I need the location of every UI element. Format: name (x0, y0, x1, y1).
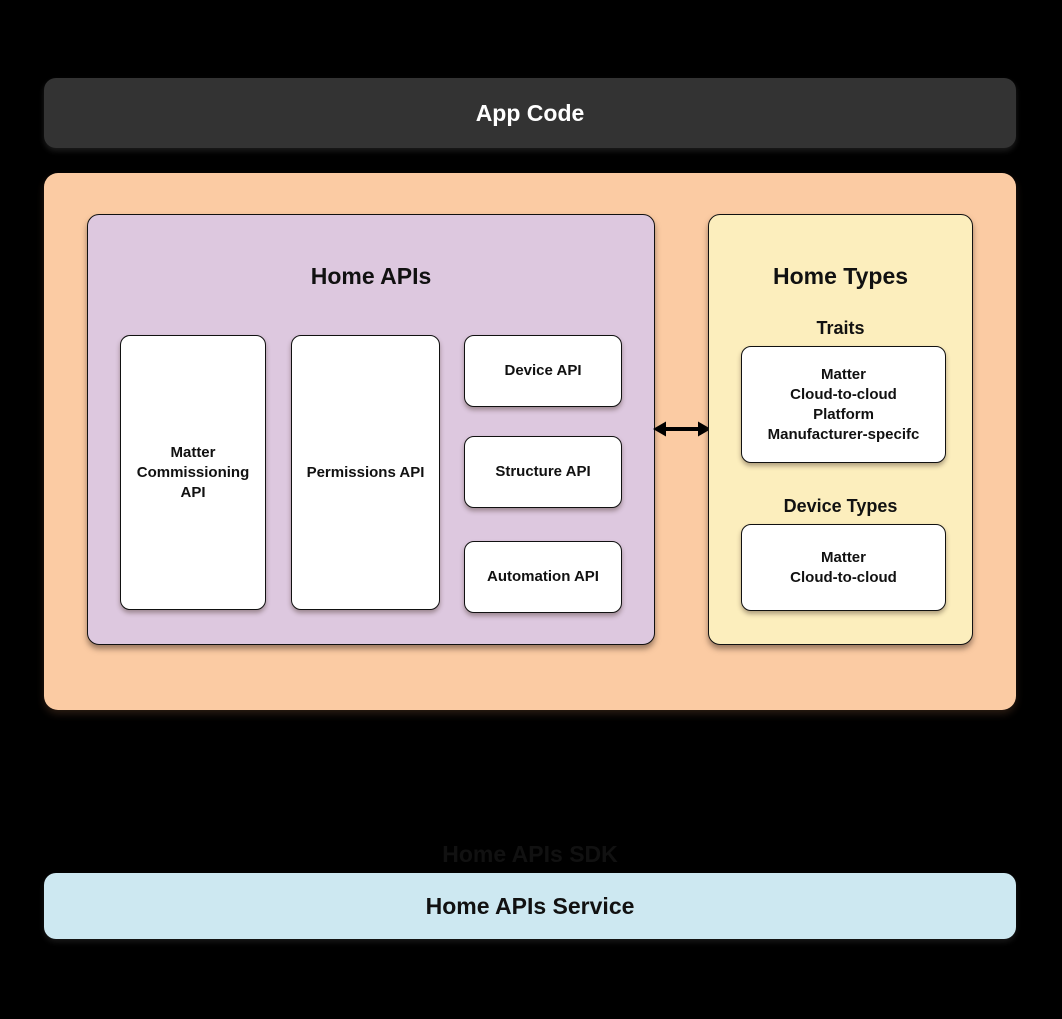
home-apis-title: Home APIs (310, 263, 432, 289)
traits-label: Traits (816, 318, 865, 338)
home-apis-service-bar: Home APIs Service (44, 873, 1016, 939)
home-apis-service-label: Home APIs Service (425, 892, 635, 919)
home-types-title: Home Types (772, 263, 909, 289)
home-apis-sdk-container: Home APIs Matter Commissioning API Permi… (44, 173, 1016, 867)
card-traits: Matter Cloud-to-cloud Platform Manufactu… (741, 346, 946, 463)
home-apis-box: Home APIs Matter Commissioning API Permi… (87, 214, 655, 645)
card-structure-api: Structure API (464, 436, 622, 508)
card-matter-commissioning-api: Matter Commissioning API (120, 335, 266, 610)
device-types-label: Device Types (783, 496, 898, 516)
bidirectional-arrow-icon (652, 417, 712, 441)
app-code-label: App Code (475, 99, 585, 126)
card-automation-api: Automation API (464, 541, 622, 613)
app-code-bar: App Code (44, 78, 1016, 148)
card-device-api: Device API (464, 335, 622, 407)
home-apis-sdk-label: Home APIs SDK (442, 841, 618, 867)
home-types-box: Home Types Traits Matter Cloud-to-cloud … (708, 214, 973, 645)
card-permissions-api: Permissions API (291, 335, 440, 610)
card-device-types: Matter Cloud-to-cloud (741, 524, 946, 611)
